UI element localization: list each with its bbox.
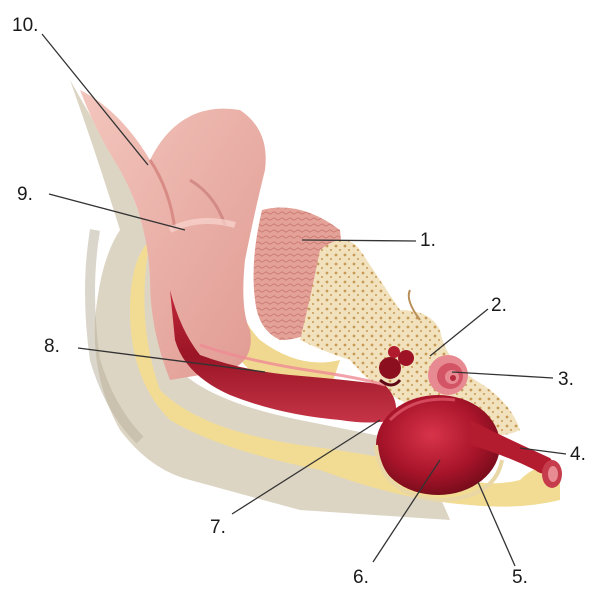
label-5: 5. bbox=[512, 568, 528, 587]
label-10: 10. bbox=[12, 16, 38, 35]
label-9: 9. bbox=[17, 185, 33, 204]
cochlea bbox=[428, 355, 468, 395]
label-7: 7. bbox=[210, 518, 226, 537]
label-6: 6. bbox=[353, 568, 369, 587]
label-1: 1. bbox=[420, 231, 436, 250]
label-4: 4. bbox=[570, 445, 586, 464]
label-8: 8. bbox=[44, 337, 60, 356]
label-3: 3. bbox=[558, 370, 574, 389]
label-2: 2. bbox=[491, 296, 507, 315]
